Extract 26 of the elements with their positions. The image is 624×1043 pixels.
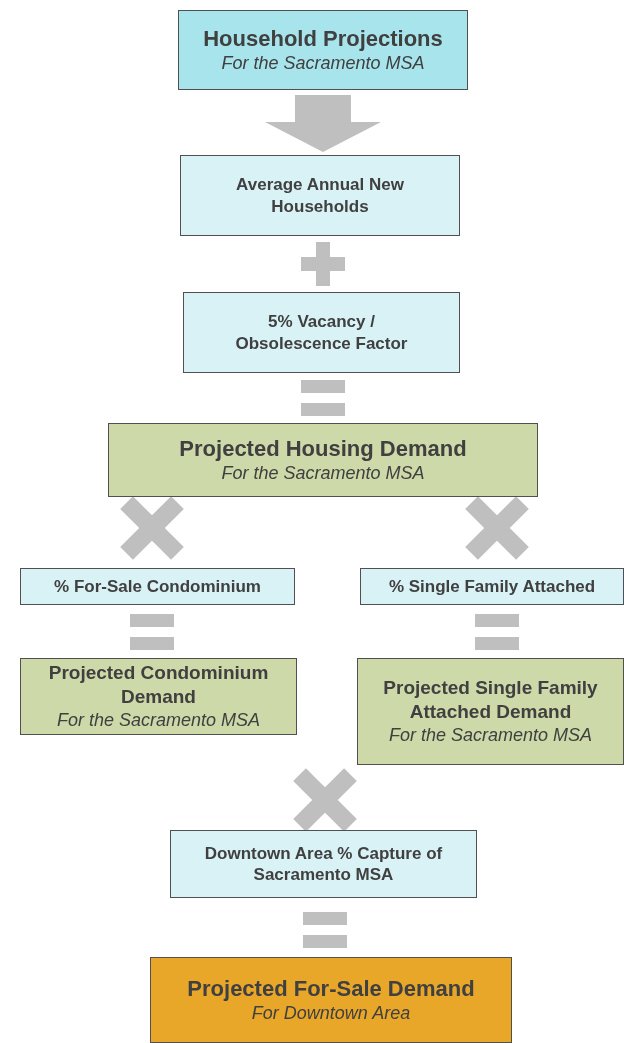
process-box [108,423,538,497]
process-box [360,568,624,605]
box-title: Average Annual New Households [235,174,405,217]
box-title: Downtown Area % Capture of Sacramento MSA [203,842,444,886]
block-arrow [265,95,381,152]
box-title: Household Projections [203,24,443,53]
process-box [170,830,477,898]
box-title: % For-Sale Condominium [54,575,261,598]
process-box [357,658,624,765]
subtitle: For the Sacramento MSA [221,52,425,76]
box-title: % Single Family Attached [388,575,596,598]
process-box [183,292,460,373]
subtitle: For the Sacramento MSA [56,708,261,732]
process-box [180,155,460,236]
process-box [20,658,297,735]
box-title: Projected For-Sale Demand [187,974,475,1003]
box-title: Projected Condominium Demand [47,661,270,709]
subtitle: For the Sacramento MSA [221,462,425,486]
process-box [178,10,468,90]
process-box [20,568,295,605]
subtitle: For Downtown Area [251,1002,411,1026]
box-title: 5% Vacancy / Obsolescence Factor [234,311,409,354]
subtitle: For the Sacramento MSA [388,723,593,747]
box-title: Projected Single Family Attached Demand [382,676,599,724]
process-box [150,957,512,1043]
box-title: Projected Housing Demand [179,434,467,463]
